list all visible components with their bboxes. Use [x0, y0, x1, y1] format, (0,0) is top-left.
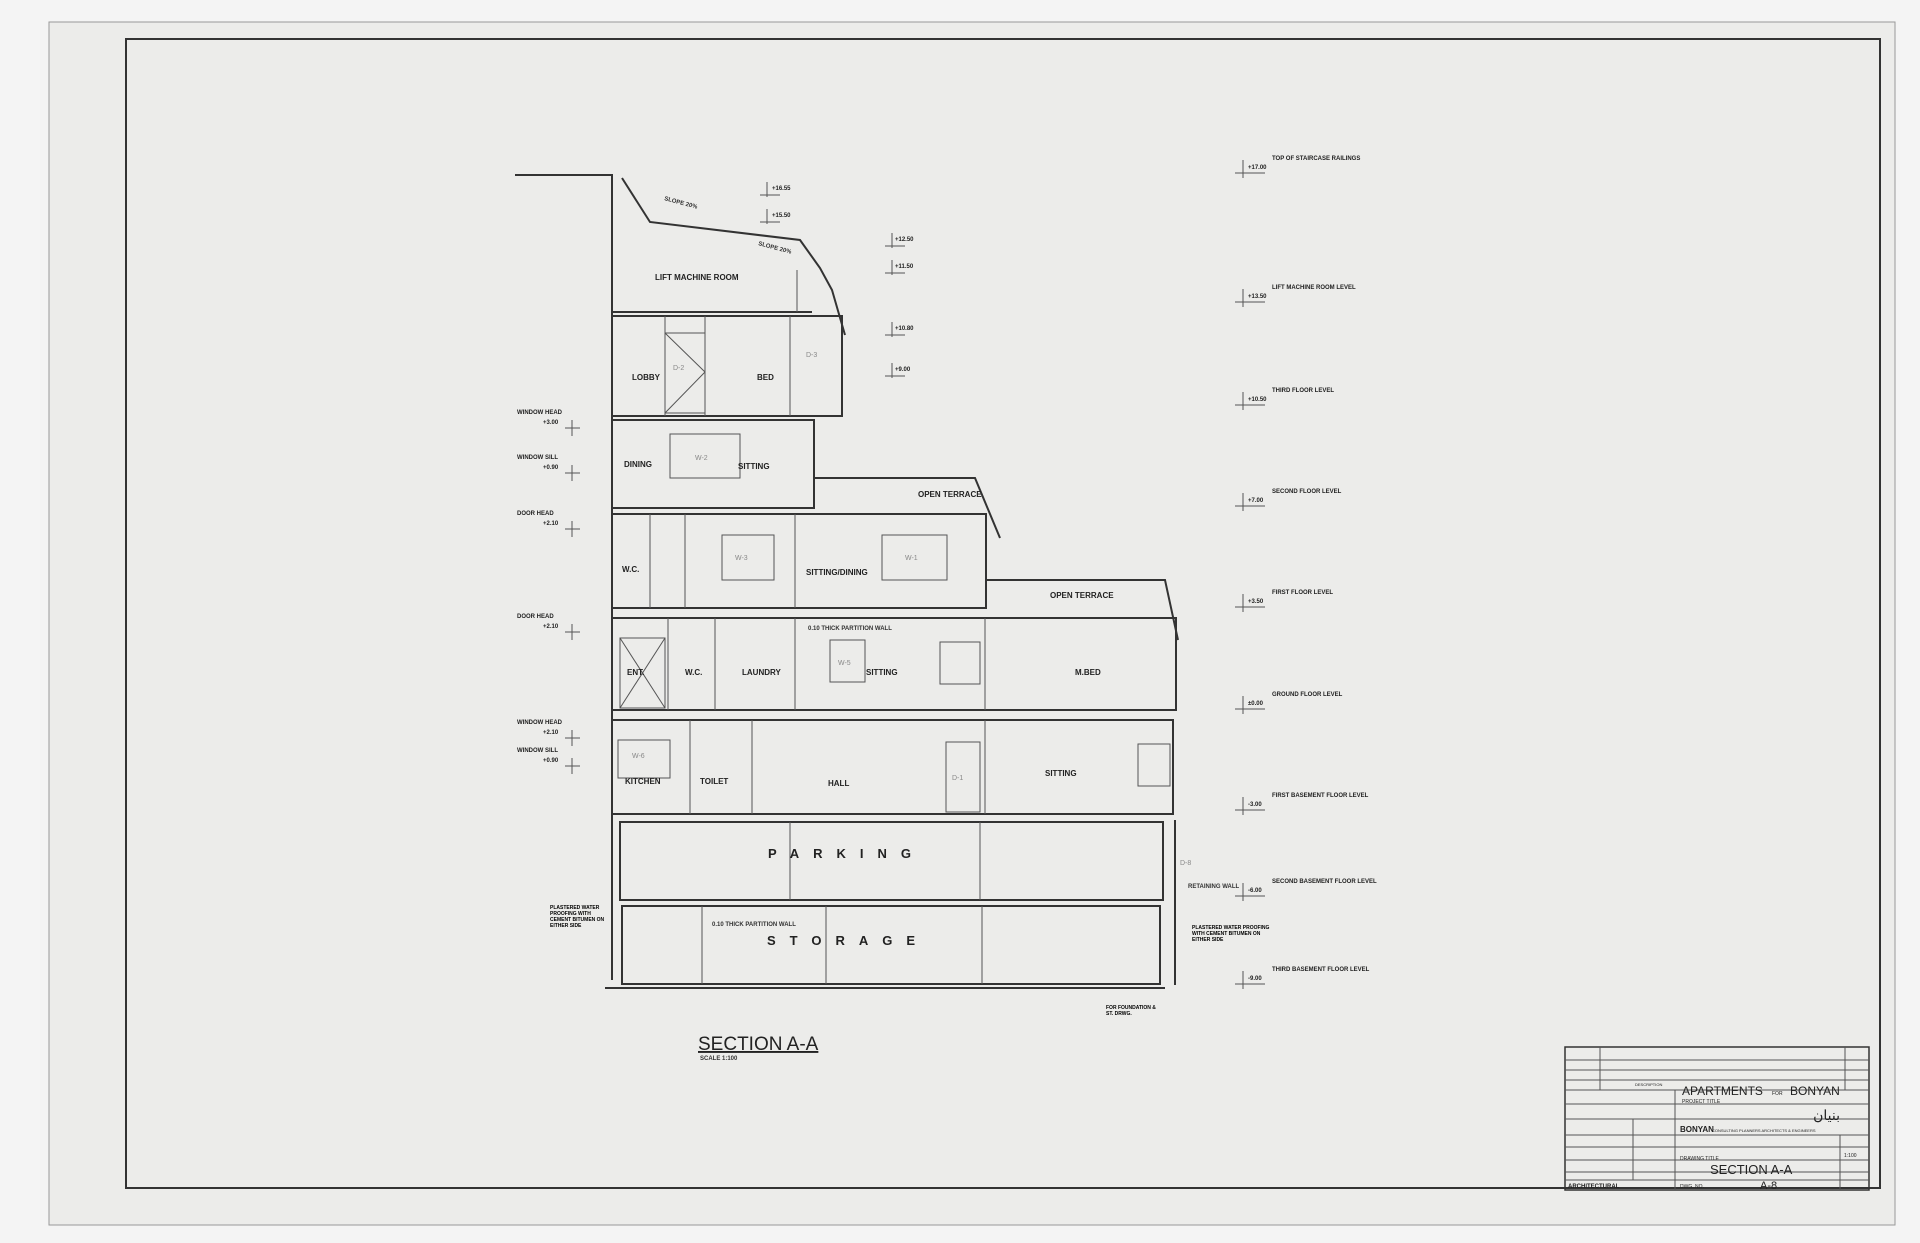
- room-label: STORAGE: [767, 933, 929, 948]
- svg-text:+12.50: +12.50: [895, 237, 914, 243]
- svg-text:1:100: 1:100: [1844, 1153, 1857, 1159]
- svg-text:BONYAN: BONYAN: [1680, 1125, 1714, 1134]
- note: PLASTERED WATER PROOFING WITH CEMENT BIT…: [1192, 925, 1270, 943]
- room-label: LIFT MACHINE ROOM: [655, 273, 739, 282]
- svg-text:LIFT MACHINE ROOM LEVEL: LIFT MACHINE ROOM LEVEL: [1272, 285, 1356, 291]
- note: PLASTERED WATER PROOFING WITH CEMENT BIT…: [550, 905, 605, 929]
- svg-text:+0.90: +0.90: [543, 465, 559, 471]
- section-title: SECTION A-A: [698, 1034, 819, 1055]
- room-label: ENT.: [627, 668, 644, 677]
- svg-text:SECTION A-A: SECTION A-A: [1710, 1162, 1793, 1177]
- svg-text:DRAWING TITLE: DRAWING TITLE: [1680, 1156, 1720, 1162]
- svg-text:FOR: FOR: [1772, 1091, 1783, 1097]
- room-label: SITTING: [1045, 769, 1077, 778]
- svg-text:GROUND FLOOR LEVEL: GROUND FLOOR LEVEL: [1272, 692, 1343, 698]
- room-label: TOILET: [700, 777, 728, 786]
- note: 0.10 THICK PARTITION WALL: [712, 922, 796, 928]
- room-label: OPEN TERRACE: [918, 490, 982, 499]
- svg-text:WINDOW SILL: WINDOW SILL: [517, 748, 558, 754]
- svg-text:+2.10: +2.10: [543, 624, 559, 630]
- svg-text:DOOR HEAD: DOOR HEAD: [517, 614, 554, 620]
- note: FOR FOUNDATION & ST. DRWG.: [1106, 1005, 1156, 1017]
- svg-text:WINDOW SILL: WINDOW SILL: [517, 455, 558, 461]
- tag: D-8: [1180, 860, 1191, 867]
- svg-text:CONSULTING PLANNERS ARCHITECTS: CONSULTING PLANNERS ARCHITECTS & ENGINEE…: [1712, 1128, 1816, 1133]
- room-label: SITTING: [866, 668, 898, 677]
- svg-text:+17.00: +17.00: [1248, 165, 1267, 171]
- svg-text:+10.80: +10.80: [895, 326, 914, 332]
- svg-text:APARTMENTS: APARTMENTS: [1682, 1084, 1763, 1098]
- roof-levels: +16.55 +15.50 +12.50 +11.50 +10.80 +9.00: [760, 182, 914, 378]
- room-label: DINING: [624, 460, 652, 469]
- svg-text:+11.50: +11.50: [895, 264, 914, 270]
- room-label: M.BED: [1075, 668, 1101, 677]
- tag: D-3: [806, 352, 817, 359]
- building-section: [515, 174, 1179, 989]
- svg-text:+2.10: +2.10: [543, 521, 559, 527]
- room-label: SITTING: [738, 462, 770, 471]
- tag: D-1: [952, 775, 963, 782]
- svg-text:+3.00: +3.00: [543, 420, 559, 426]
- room-label: W.C.: [685, 668, 702, 677]
- svg-text:SECOND BASEMENT FLOOR LEVEL: SECOND BASEMENT FLOOR LEVEL: [1272, 879, 1377, 885]
- svg-text:+7.00: +7.00: [1248, 498, 1264, 504]
- tag: W-3: [735, 555, 748, 562]
- room-label: W.C.: [622, 565, 639, 574]
- svg-text:WINDOW HEAD: WINDOW HEAD: [517, 410, 563, 416]
- svg-text:A-8: A-8: [1760, 1180, 1777, 1192]
- svg-text:PROJECT TITLE: PROJECT TITLE: [1682, 1099, 1721, 1105]
- room-label: OPEN TERRACE: [1050, 591, 1114, 600]
- svg-text:بنيان: بنيان: [1813, 1107, 1840, 1123]
- note: 0.10 THICK PARTITION WALL: [808, 626, 892, 632]
- note: RETAINING WALL: [1188, 884, 1240, 890]
- room-label: LAUNDRY: [742, 668, 781, 677]
- room-label: SITTING/DINING: [806, 568, 868, 577]
- room-label: HALL: [828, 779, 849, 788]
- tag: W-5: [838, 660, 851, 667]
- svg-text:+16.55: +16.55: [772, 186, 791, 192]
- svg-text:ARCHITECTURAL: ARCHITECTURAL: [1568, 1184, 1620, 1190]
- svg-text:TOP OF STAIRCASE RAILINGS: TOP OF STAIRCASE RAILINGS: [1272, 156, 1360, 162]
- svg-text:FIRST BASEMENT FLOOR LEVEL: FIRST BASEMENT FLOOR LEVEL: [1272, 793, 1369, 799]
- svg-text:DOOR HEAD: DOOR HEAD: [517, 511, 554, 517]
- svg-text:DESCRIPTION: DESCRIPTION: [1635, 1082, 1662, 1087]
- tag: W-1: [905, 555, 918, 562]
- svg-text:+15.50: +15.50: [772, 213, 791, 219]
- svg-text:THIRD FLOOR LEVEL: THIRD FLOOR LEVEL: [1272, 388, 1334, 394]
- svg-text:WINDOW HEAD: WINDOW HEAD: [517, 720, 563, 726]
- svg-text:+9.00: +9.00: [895, 367, 911, 373]
- svg-text:-6.00: -6.00: [1248, 888, 1262, 894]
- tag: D-2: [673, 365, 684, 372]
- svg-text:SECOND FLOOR LEVEL: SECOND FLOOR LEVEL: [1272, 489, 1342, 495]
- svg-text:BONYAN: BONYAN: [1790, 1084, 1840, 1098]
- drawing-border: [125, 38, 1881, 1189]
- svg-text:DWG. NO.: DWG. NO.: [1680, 1184, 1704, 1190]
- tag: W-2: [695, 455, 708, 462]
- level-markers: +17.00 TOP OF STAIRCASE RAILINGS +13.50 LI…: [1235, 156, 1377, 989]
- section-scale: SCALE 1:100: [700, 1056, 738, 1062]
- svg-text:FIRST FLOOR LEVEL: FIRST FLOOR LEVEL: [1272, 590, 1333, 596]
- room-label: KITCHEN: [625, 777, 661, 786]
- svg-text:-9.00: -9.00: [1248, 976, 1262, 982]
- svg-text:+13.50: +13.50: [1248, 294, 1267, 300]
- svg-text:+3.50: +3.50: [1248, 599, 1264, 605]
- left-level-notes: WINDOW HEAD +3.00 WINDOW SILL +0.90 DOOR H…: [517, 410, 580, 774]
- svg-text:+0.90: +0.90: [543, 758, 559, 764]
- svg-text:+10.50: +10.50: [1248, 397, 1267, 403]
- tag: W-6: [632, 753, 645, 760]
- paper: [48, 21, 1896, 1226]
- svg-text:THIRD BASEMENT FLOOR LEVEL: THIRD BASEMENT FLOOR LEVEL: [1272, 967, 1370, 973]
- svg-text:+2.10: +2.10: [543, 730, 559, 736]
- title-block: APARTMENTS FOR BONYAN PROJECT TITLE بنيا…: [1564, 1046, 1870, 1192]
- room-label: PARKING: [768, 846, 925, 861]
- room-label: BED: [757, 373, 774, 382]
- svg-text:-3.00: -3.00: [1248, 802, 1262, 808]
- svg-text:±0.00: ±0.00: [1248, 701, 1264, 707]
- room-label: LOBBY: [632, 373, 661, 382]
